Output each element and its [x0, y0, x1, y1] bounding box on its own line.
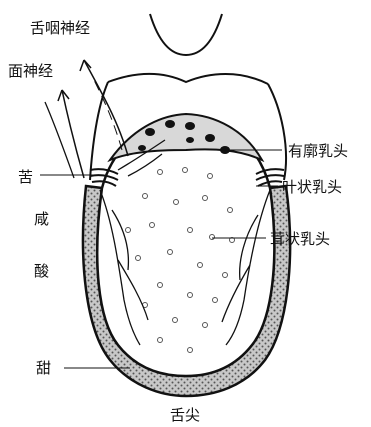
label-fungiform-papillae: 茸状乳头 [270, 230, 330, 248]
epiglottis-outline [150, 14, 222, 55]
label-foliate-papillae: 叶状乳头 [282, 178, 342, 196]
label-sour: 酸 [34, 262, 49, 280]
label-sweet: 甜 [36, 359, 51, 377]
label-bitter: 苦 [18, 168, 33, 186]
label-salty: 咸 [34, 210, 49, 228]
label-circumvallate-papillae: 有廓乳头 [288, 142, 348, 160]
label-facial-nerve: 面神经 [8, 62, 53, 80]
glossopharyngeal-nerve-arrow [80, 60, 128, 156]
right-throat-wall [268, 84, 286, 180]
label-tongue-tip: 舌尖 [170, 406, 200, 424]
pharynx-outline [108, 74, 268, 84]
left-throat-wall [90, 82, 108, 180]
label-glossopharyngeal-nerve: 舌咽神经 [30, 19, 90, 37]
facial-nerve-arrow [45, 90, 84, 178]
